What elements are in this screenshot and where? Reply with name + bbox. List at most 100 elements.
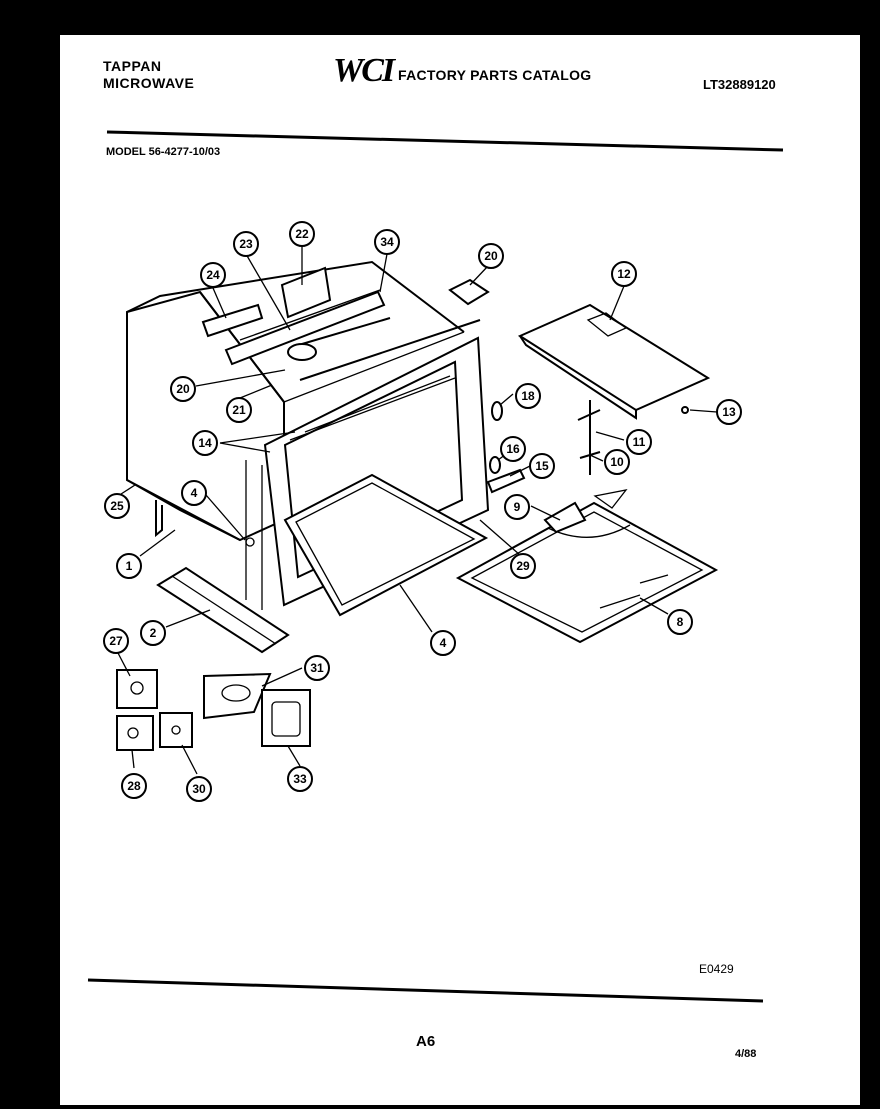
- callout-circle: [233, 231, 259, 257]
- callout-label: 34: [380, 235, 394, 249]
- callout-circle: [170, 376, 196, 402]
- callout-circle: [289, 221, 315, 247]
- callout-15: 15: [529, 453, 555, 479]
- callout-21: 21: [226, 397, 252, 423]
- callout-label: 24: [206, 268, 220, 282]
- callout-20: 20: [170, 376, 196, 402]
- callout-1: 1: [116, 553, 142, 579]
- callout-label: 12: [617, 267, 631, 281]
- callout-label: 10: [610, 455, 624, 469]
- top-cover-panel: [517, 303, 711, 420]
- callout-31: 31: [304, 655, 330, 681]
- callout-circle: [515, 383, 541, 409]
- header-rule: [106, 130, 784, 152]
- model-number: MODEL 56-4277-10/03: [106, 146, 221, 158]
- callout-circle: [667, 609, 693, 635]
- callout-4: 4: [181, 480, 207, 506]
- callout-circle: [140, 620, 166, 646]
- callout-label: 30: [192, 782, 206, 796]
- callout-18: 18: [515, 383, 541, 409]
- cavity-floor: [283, 473, 489, 617]
- brand-line-2: MICROWAVE: [103, 75, 195, 91]
- callout-label: 33: [293, 772, 307, 786]
- callout-9: 9: [504, 494, 530, 520]
- callout-25: 25: [104, 493, 130, 519]
- leader-lines: [117, 246, 718, 775]
- callout-29: 29: [510, 553, 536, 579]
- callout-label: 20: [176, 382, 190, 396]
- callout-16: 16: [500, 436, 526, 462]
- callout-circle: [500, 436, 526, 462]
- callout-circle: [181, 480, 207, 506]
- callout-2: 2: [140, 620, 166, 646]
- wci-logo: WCI: [333, 52, 395, 89]
- callout-label: 14: [198, 436, 212, 450]
- print-date: 4/88: [735, 1048, 757, 1060]
- callout-circle: [611, 261, 637, 287]
- callout-label: 11: [633, 435, 646, 449]
- callout-circle: [374, 229, 400, 255]
- callout-23: 23: [233, 231, 259, 257]
- callout-label: 4: [191, 486, 198, 500]
- callout-10: 10: [604, 449, 630, 475]
- callout-label: 2: [150, 626, 157, 640]
- callout-label: 8: [677, 615, 684, 629]
- top-components: [201, 266, 490, 381]
- brand-label: TAPPAN MICROWAVE: [103, 58, 194, 92]
- page-code: A6: [416, 1033, 436, 1050]
- callout-label: 31: [310, 661, 324, 675]
- callout-24: 24: [200, 262, 226, 288]
- callout-circle: [304, 655, 330, 681]
- callout-circle: [192, 430, 218, 456]
- callout-4: 4: [430, 630, 456, 656]
- callout-circle: [103, 628, 129, 654]
- callout-label: 13: [722, 405, 736, 419]
- base-rail: [156, 566, 290, 654]
- callout-circle: [287, 766, 313, 792]
- callout-label: 1: [126, 559, 133, 573]
- callout-label: 4: [440, 636, 447, 650]
- callout-circle: [186, 776, 212, 802]
- callout-circle: [200, 262, 226, 288]
- callout-13: 13: [716, 399, 742, 425]
- callout-label: 20: [484, 249, 498, 263]
- callout-circle: [626, 429, 652, 455]
- bottom-pan: [455, 489, 719, 644]
- callout-circle: [478, 243, 504, 269]
- callout-30: 30: [186, 776, 212, 802]
- callout-circle: [604, 449, 630, 475]
- hardware-kits: [116, 669, 311, 751]
- callout-circle: [716, 399, 742, 425]
- callout-label: 16: [506, 442, 520, 456]
- callout-28: 28: [121, 773, 147, 799]
- callout-label: 15: [535, 459, 549, 473]
- callout-label: 25: [110, 499, 124, 513]
- callout-label: 23: [239, 237, 253, 251]
- callout-20: 20: [478, 243, 504, 269]
- callout-circle: [430, 630, 456, 656]
- drawing-code: E0429: [699, 962, 734, 976]
- callout-label: 18: [521, 389, 535, 403]
- callout-label: 27: [109, 634, 123, 648]
- callout-label: 9: [514, 500, 521, 514]
- catalog-title: FACTORY PARTS CATALOG: [398, 67, 592, 83]
- callout-circle: [116, 553, 142, 579]
- callout-8: 8: [667, 609, 693, 635]
- callout-33: 33: [287, 766, 313, 792]
- callout-label: 22: [295, 227, 309, 241]
- callout-14: 14: [192, 430, 218, 456]
- callout-label: 29: [516, 559, 530, 573]
- callout-circle: [504, 494, 530, 520]
- small-parts: [486, 400, 689, 494]
- document-number: LT32889120: [703, 77, 776, 92]
- callout-label: 28: [127, 779, 141, 793]
- callout-circle: [529, 453, 555, 479]
- callout-22: 22: [289, 221, 315, 247]
- callout-11: 11: [626, 429, 652, 455]
- catalog-sheet: [60, 35, 860, 1105]
- callout-circle: [121, 773, 147, 799]
- callout-12: 12: [611, 261, 637, 287]
